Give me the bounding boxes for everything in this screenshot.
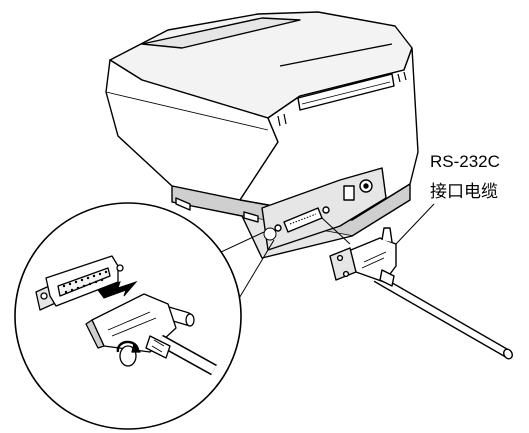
cable-label-line2: 接口电缆 [430,182,498,201]
cable-dsub-plug [329,247,357,281]
cable-label-line1: RS-232C [430,152,500,171]
detail-cable-connector [85,293,217,376]
label-leader-line [395,203,435,245]
rs232c-cable [329,227,513,360]
printer [105,11,419,259]
cable-label: RS-232C 接口电缆 [395,152,500,245]
insert-arrow [97,280,138,299]
paper-slot [297,73,395,111]
printer-serial-port [274,206,330,233]
socket-pins [62,270,108,294]
detail-printer-socket [35,255,124,311]
detail-magnifier [14,202,242,430]
port-guide-line [321,217,351,245]
